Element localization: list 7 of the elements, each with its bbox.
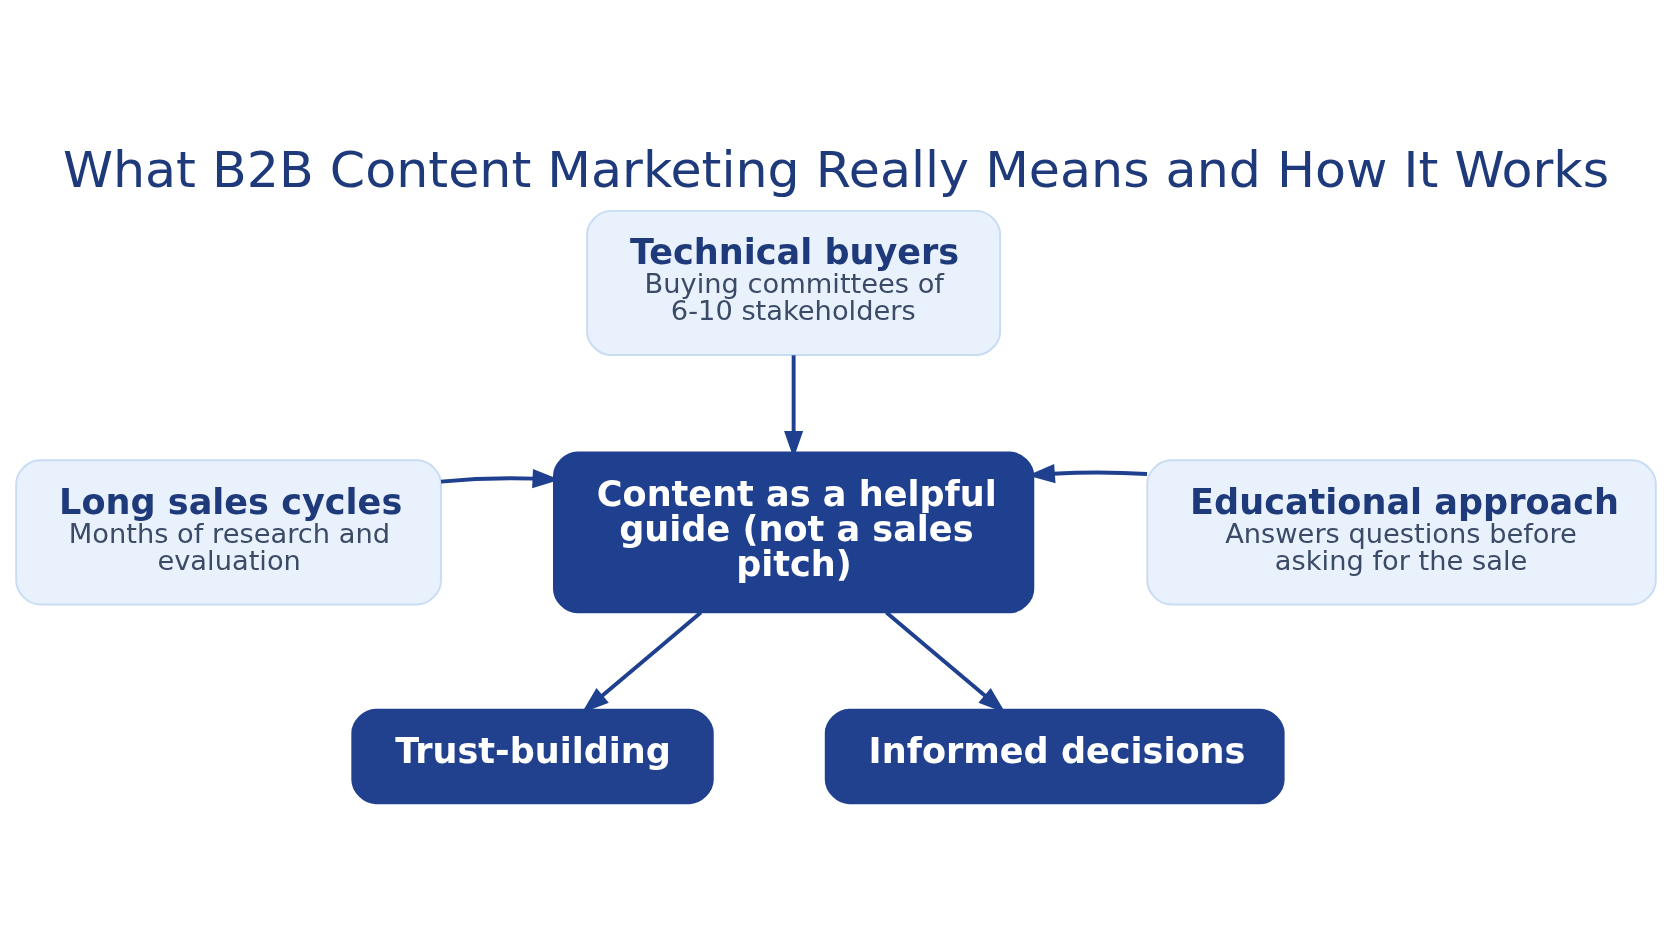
node-box: Content as a helpful guide (not a sales pitch) — [553, 451, 1035, 613]
node-box: Educational approach Answers questions before asking for the sale — [1146, 458, 1657, 605]
node-box: Long sales cycles Months of research and evaluation — [15, 458, 442, 605]
node-box: Technical buyers Buying committees of 6-10 stakeholders — [586, 209, 1002, 356]
node-box: Trust-building — [351, 708, 714, 804]
node-box: Informed decisions — [824, 708, 1285, 804]
diagram-title: What B2B Content Marketing Really Means and How It Works — [62, 139, 1610, 199]
